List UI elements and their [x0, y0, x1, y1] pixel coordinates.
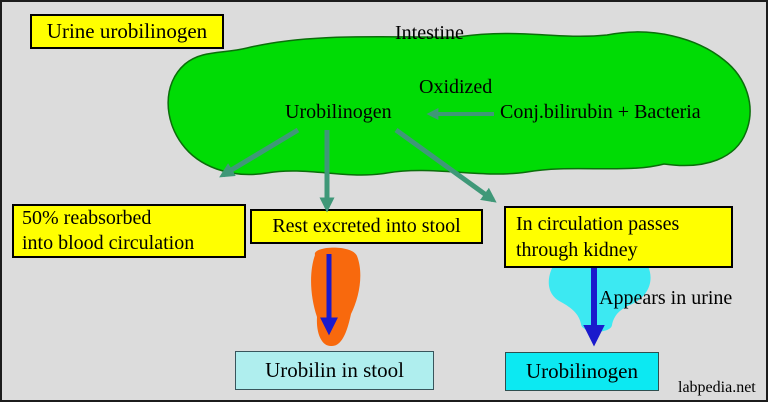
- urobilinogen-label: Urobilinogen: [285, 101, 392, 123]
- appears-in-urine-label: Appears in urine: [599, 287, 733, 309]
- urine-shape: [548, 266, 651, 332]
- urobilinogen-urine-box: Urobilinogen: [505, 352, 659, 391]
- kidney-box: In circulation passes through kidney: [504, 206, 733, 268]
- kidney-line1: In circulation passes: [516, 213, 680, 235]
- title-label: Urine urobilinogen: [46, 19, 208, 43]
- oxidized-label: Oxidized: [419, 76, 493, 98]
- reabsorbed-text: 50% reabsorbed into blood circulation: [22, 206, 194, 256]
- reabsorbed-box: 50% reabsorbed into blood circulation: [12, 204, 246, 258]
- intestine-label: Intestine: [395, 22, 464, 44]
- urobilinogen-urine-label: Urobilinogen: [526, 359, 638, 383]
- stool-box: Rest excreted into stool: [250, 209, 483, 244]
- conj-bilirubin-label: Conj.bilirubin + Bacteria: [500, 101, 701, 123]
- reabsorbed-line2: into blood circulation: [22, 232, 195, 254]
- reabsorbed-line1: 50% reabsorbed: [22, 207, 152, 229]
- watermark: labpedia.net: [678, 379, 756, 396]
- intestine-shape: [167, 31, 751, 176]
- urobilin-in-stool-label: Urobilin in stool: [265, 358, 404, 382]
- title-box: Urine urobilinogen: [30, 14, 224, 49]
- kidney-line2: through kidney: [516, 239, 638, 261]
- kidney-text: In circulation passes through kidney: [516, 211, 679, 263]
- urobilin-in-stool-box: Urobilin in stool: [235, 351, 434, 390]
- stool-label: Rest excreted into stool: [272, 215, 461, 237]
